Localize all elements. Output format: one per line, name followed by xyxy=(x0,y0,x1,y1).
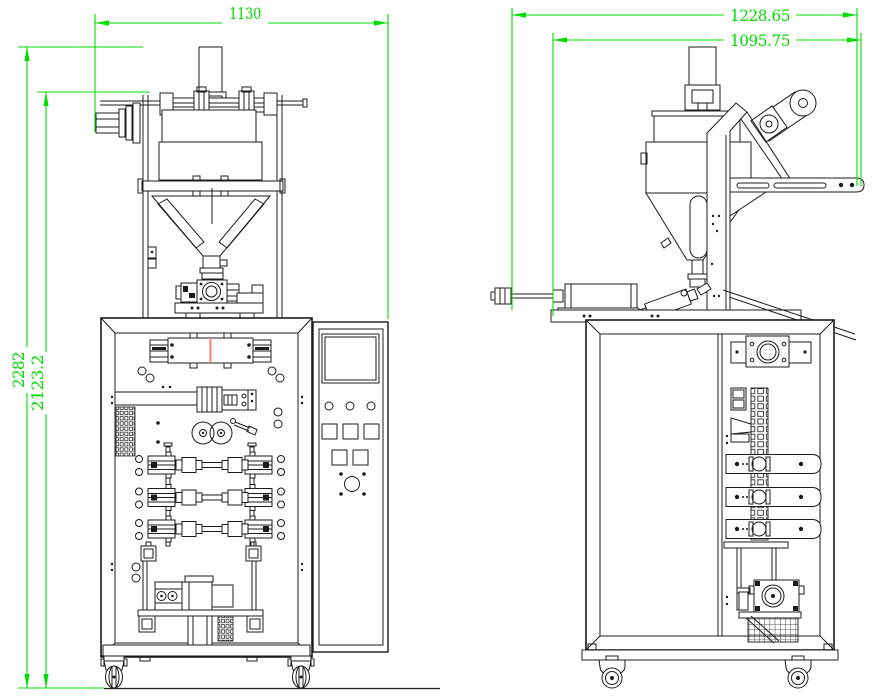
front-caster-left xyxy=(100,655,128,689)
dim-front-width: 1130 xyxy=(94,4,389,319)
side-platform xyxy=(550,289,857,341)
side-caster-left xyxy=(598,655,626,689)
front-drive-motor xyxy=(95,102,141,144)
front-base xyxy=(100,644,440,690)
emergency-stop-button xyxy=(344,476,360,492)
front-cone-funnel xyxy=(150,188,272,274)
front-view xyxy=(95,46,440,690)
dim-label-side-total-depth: 1228.65 xyxy=(730,6,790,25)
vent-mesh xyxy=(747,617,799,643)
panel-button xyxy=(342,423,359,440)
control-panel xyxy=(312,321,389,653)
front-lower-assembly xyxy=(131,541,264,658)
panel-button xyxy=(363,423,380,440)
side-column-and-arm xyxy=(706,89,865,321)
front-pull-unit xyxy=(114,385,283,457)
indicator-lamp xyxy=(366,401,376,411)
dimensions: 1130 2282 2123.2 1228.65 1095.75 xyxy=(9,4,862,689)
side-drive-compartment xyxy=(723,335,822,644)
side-caster-right xyxy=(784,655,812,689)
dim-label-front-upper-height: 2123.2 xyxy=(28,355,47,411)
front-sealing-bar xyxy=(137,332,285,383)
dim-label-side-upper-depth: 1095.75 xyxy=(730,31,790,50)
front-support-frame xyxy=(142,95,283,318)
indicator-lamp xyxy=(324,401,334,411)
front-auger-filler xyxy=(174,272,264,319)
indicator-lamp xyxy=(345,401,355,411)
dim-front-total-height: 2282 xyxy=(9,46,143,689)
side-view xyxy=(490,46,865,689)
side-base xyxy=(581,643,839,689)
panel-button xyxy=(331,449,348,466)
front-hopper xyxy=(137,109,286,197)
panel-button xyxy=(352,449,369,466)
dim-front-upper-height: 2123.2 xyxy=(28,91,150,688)
dim-side-total-depth: 1228.65 xyxy=(511,6,858,310)
front-caster-right xyxy=(287,655,315,689)
side-film-tube xyxy=(684,46,721,111)
dim-label-front-total-height: 2282 xyxy=(9,352,28,388)
hmi-screen xyxy=(321,333,380,384)
panel-button xyxy=(321,423,338,440)
dim-label-front-width: 1130 xyxy=(229,4,261,23)
dim-side-upper-depth: 1095.75 xyxy=(552,31,862,316)
